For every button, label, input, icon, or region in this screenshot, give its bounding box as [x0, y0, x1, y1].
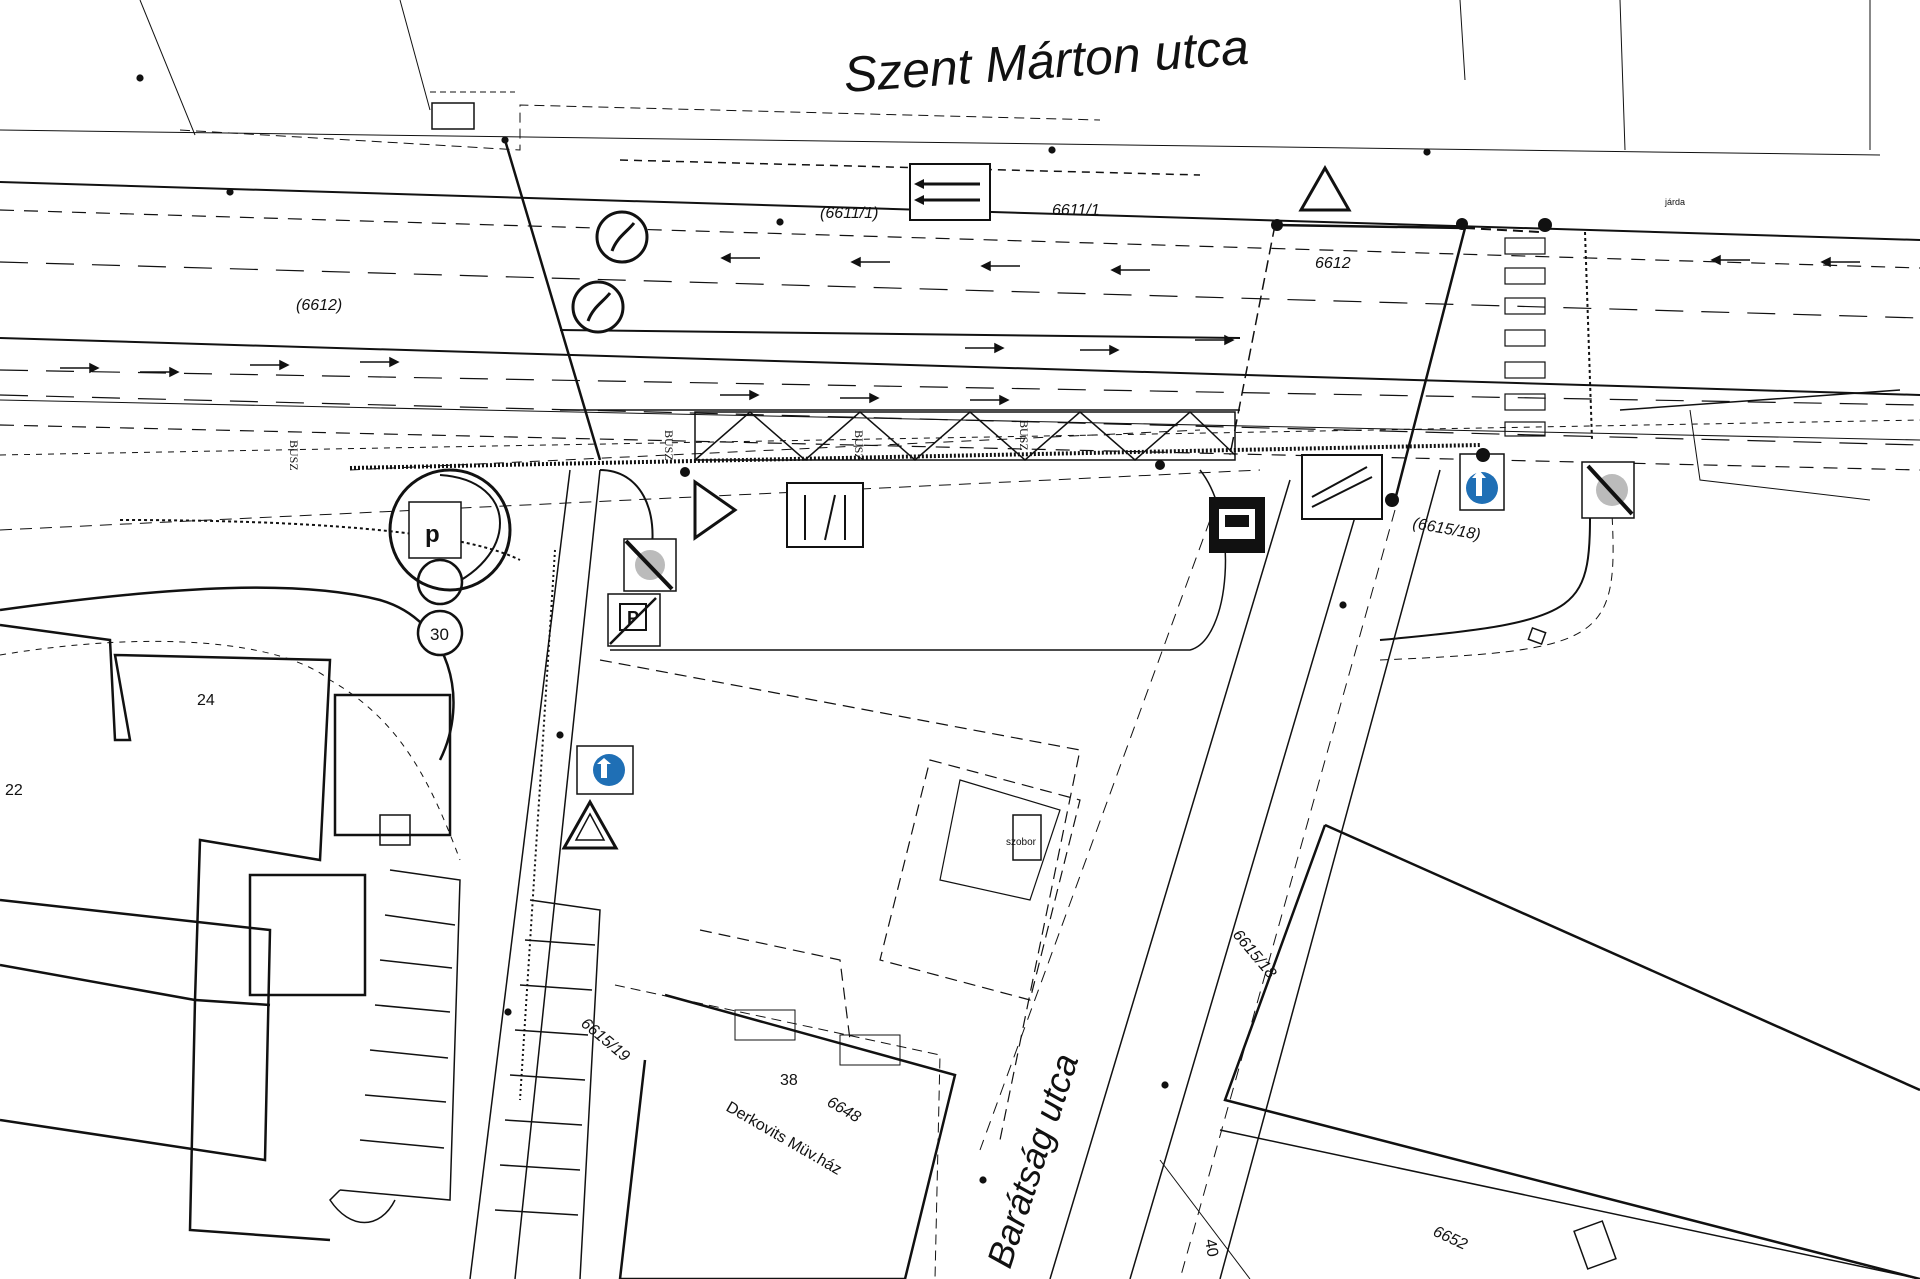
buildings-left [0, 623, 452, 1242]
no-entry-sign-icon [595, 210, 649, 264]
south-access-road [0, 469, 654, 1279]
parking-stalls-left [329, 869, 461, 1224]
building-number: 24 [197, 692, 215, 709]
parking-stalls-right [494, 899, 601, 1279]
building-number: 40 [1201, 1238, 1221, 1259]
lane-direction-sign-icon [1301, 454, 1383, 520]
parcel-label: 6611/1 [1052, 202, 1100, 219]
lamp-post-icon [136, 74, 1431, 1184]
turning-circle [388, 468, 512, 592]
barátság-road [979, 469, 1441, 1279]
zone-sign-blue-icon [576, 745, 634, 795]
parcel-label: 6612 [1315, 255, 1351, 272]
no-entry-sign-icon [571, 280, 625, 334]
buildings-right [1159, 823, 1920, 1279]
zone-end-sign-icon [623, 538, 677, 592]
speed-limit-sign-icon [416, 558, 464, 606]
zone-sign-blue-icon [1459, 453, 1505, 511]
bus-bay-zigzag [694, 410, 1236, 461]
building-number: 38 [780, 1072, 798, 1089]
parking-sign-icon: P [607, 593, 661, 647]
bus-lane-marking: BUSZ [662, 430, 676, 461]
bus-lane-marking: BUSZ [852, 430, 866, 461]
monument-label: szobor [1006, 837, 1037, 848]
speed-limit-value: 30 [430, 625, 449, 644]
parking-sign-icon: p [408, 501, 462, 559]
bus-stop-sign-icon [1209, 497, 1265, 553]
yield-sign-icon [1298, 164, 1352, 212]
right-sidewalk [610, 389, 1901, 661]
speed-limit-sign-icon: 30 [416, 609, 464, 657]
yield-sign-icon [561, 798, 619, 850]
parcel-label: (6611/1) [820, 205, 878, 222]
bus-lane-marking: BUSZ [1017, 420, 1031, 451]
road-lane-lines [0, 181, 1920, 531]
lane-direction-sign-icon [909, 163, 991, 221]
sidewalk-label: járda [1664, 197, 1685, 207]
crosswalk [1504, 231, 1593, 441]
road-edges [179, 91, 1481, 470]
bus-lane-marking: BUSZ [287, 440, 301, 471]
direction-arrow-icons [60, 252, 1860, 406]
zone-end-sign-icon [1581, 461, 1635, 519]
parcel-label: (6612) [296, 297, 342, 314]
svg-text:p: p [425, 521, 440, 548]
building-number: 22 [5, 782, 23, 799]
traffic-light-icon [680, 218, 1552, 507]
building-derkovits [614, 984, 957, 1279]
lane-direction-sign-icon [786, 482, 864, 548]
site-objects [379, 102, 1617, 1270]
plaza-outlines [599, 659, 1081, 1141]
yield-sign-icon [693, 479, 738, 541]
